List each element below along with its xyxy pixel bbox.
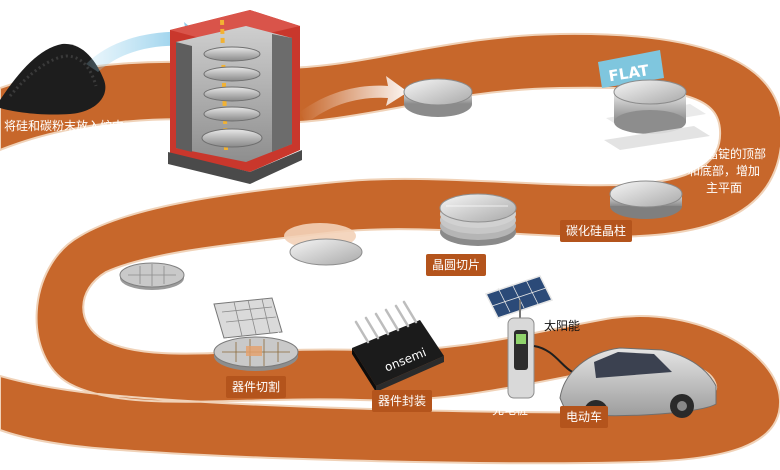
sic-ingot [403,78,473,117]
arrow-to-ingot [300,76,408,124]
electric-car [559,347,717,424]
furnace-disks [201,46,263,148]
powder-pile [0,43,106,115]
sic-boule [609,180,683,219]
patterned-wafer [119,262,185,290]
dicing-illustration [213,297,299,371]
label-packaging: 器件封装 [372,390,433,412]
label-powder: 将硅和碳粉末放入炉中 [4,119,125,133]
label-ev: 电动车 [560,406,609,428]
label-charger: 充电桩 [492,403,529,417]
label-dicing: 器件切割 [226,376,287,398]
wafer-stack [439,193,517,246]
furnace [168,10,302,184]
packaged-chip: onsemi [352,300,444,392]
label-solar: 太阳能 [544,319,581,333]
label-furnace: 在高温炉中 生长SiC晶锭 [318,123,386,153]
epitaxy-wafers [284,223,363,266]
label-ingot: 生成碳化硅晶锭 [486,105,571,119]
label-fab: 器件流片 [128,301,177,315]
label-trim: 切除晶锭的顶部 和底部，增加 主平面 [682,147,767,195]
label-epitaxy: 外延生长 [294,279,343,293]
label-slicing: 晶圆切片 [426,254,487,276]
label-boule: 碳化硅晶柱 [560,220,633,242]
trimmed-ingot [604,79,710,150]
solar-panel [484,275,554,319]
